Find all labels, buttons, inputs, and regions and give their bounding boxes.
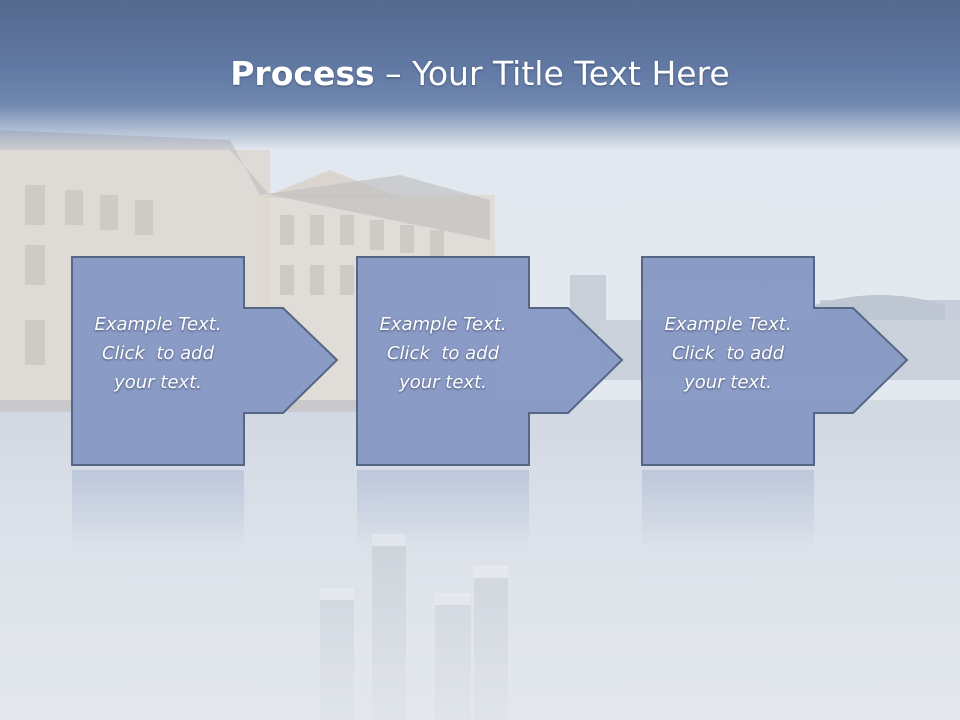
step-reflection bbox=[356, 470, 646, 550]
step-reflection bbox=[71, 470, 361, 550]
title-bold-part: Process bbox=[230, 54, 375, 93]
arrow-box-shape bbox=[71, 256, 339, 466]
title-band bbox=[0, 0, 960, 150]
slide-title[interactable]: Process – Your Title Text Here bbox=[0, 52, 960, 96]
arrow-box-shape bbox=[356, 256, 624, 466]
step-reflection bbox=[641, 470, 931, 550]
title-rest-part: – Your Title Text Here bbox=[374, 54, 730, 93]
arrow-box-shape bbox=[641, 256, 909, 466]
